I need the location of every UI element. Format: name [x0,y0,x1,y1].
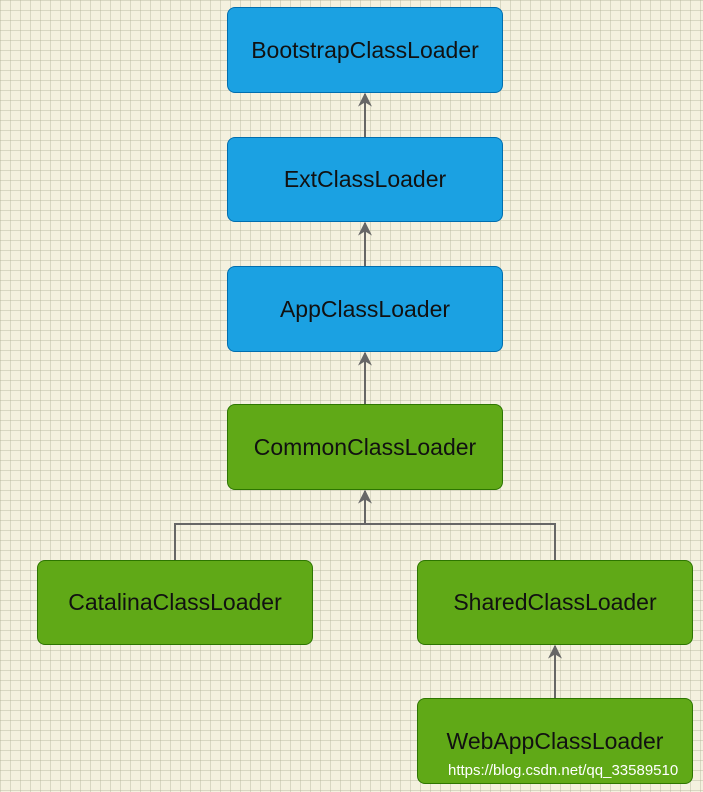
edge-shared-to-common [365,523,556,560]
app-class-loader-label: AppClassLoader [279,295,451,322]
common-class-loader-label: CommonClassLoader [253,433,477,460]
bootstrap-class-loader-label: BootstrapClassLoader [251,36,479,63]
watermark-text: https://blog.csdn.net/qq_33589510 [448,762,679,779]
edge-catalina-to-common [174,489,372,560]
app-class-loader-node: AppClassLoader [227,266,503,352]
catalina-class-loader-label: CatalinaClassLoader [68,589,282,615]
webapp-class-loader-node: WebAppClassLoader [417,698,693,784]
ext-class-loader-label: ExtClassLoader [283,166,447,192]
shared-class-loader-node: SharedClassLoader [417,560,693,645]
bootstrap-class-loader-node: BootstrapClassLoader [227,7,503,93]
webapp-class-loader-label: WebAppClassLoader [446,727,664,754]
common-class-loader-node: CommonClassLoader [227,404,503,490]
shared-class-loader-label: SharedClassLoader [453,589,657,615]
catalina-class-loader-node: CatalinaClassLoader [37,560,313,645]
ext-class-loader-node: ExtClassLoader [227,137,503,222]
